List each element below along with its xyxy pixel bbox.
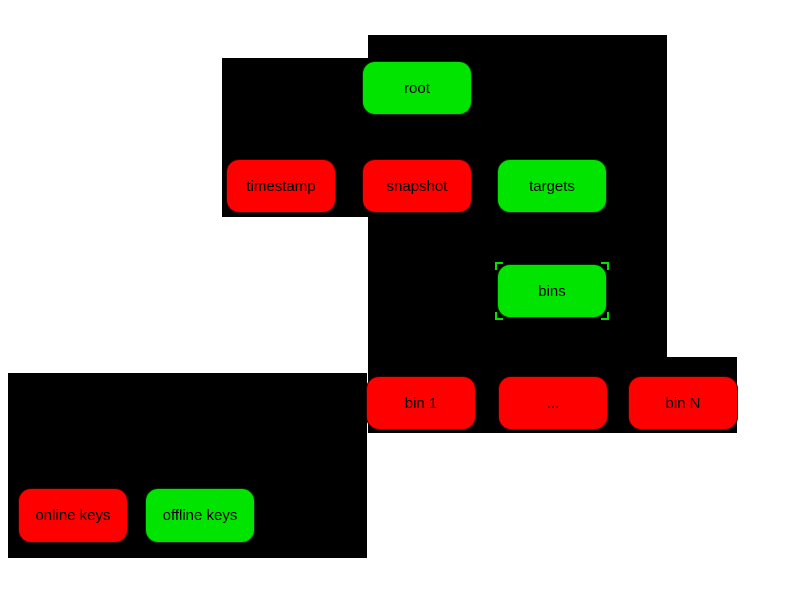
selection-corner-mark xyxy=(601,312,609,320)
legend-offline-keys: offline keys xyxy=(145,488,255,543)
node-root: root xyxy=(362,61,472,115)
node-bin-N-label: bin N xyxy=(665,394,701,412)
node-bin-1: bin 1 xyxy=(366,376,476,430)
legend-online-keys: online keys xyxy=(18,488,128,543)
node-bin-ellipsis-label: ... xyxy=(546,394,560,412)
node-bins-label: bins xyxy=(538,282,566,300)
node-bin-1-label: bin 1 xyxy=(404,394,438,412)
node-root-label: root xyxy=(404,79,430,97)
node-snapshot-label: snapshot xyxy=(386,177,448,195)
node-targets: targets xyxy=(497,159,607,213)
legend-offline-keys-label: offline keys xyxy=(162,507,238,524)
selection-corner-mark xyxy=(601,262,609,270)
legend-online-keys-label: online keys xyxy=(35,507,111,524)
selection-corner-mark xyxy=(495,262,503,270)
node-bin-N: bin N xyxy=(628,376,738,430)
selection-corner-mark xyxy=(495,312,503,320)
node-bins: bins xyxy=(495,262,609,320)
node-bin-ellipsis: ... xyxy=(498,376,608,430)
node-timestamp: timestamp xyxy=(226,159,336,213)
node-targets-label: targets xyxy=(529,177,575,195)
node-snapshot: snapshot xyxy=(362,159,472,213)
node-timestamp-label: timestamp xyxy=(246,177,316,195)
